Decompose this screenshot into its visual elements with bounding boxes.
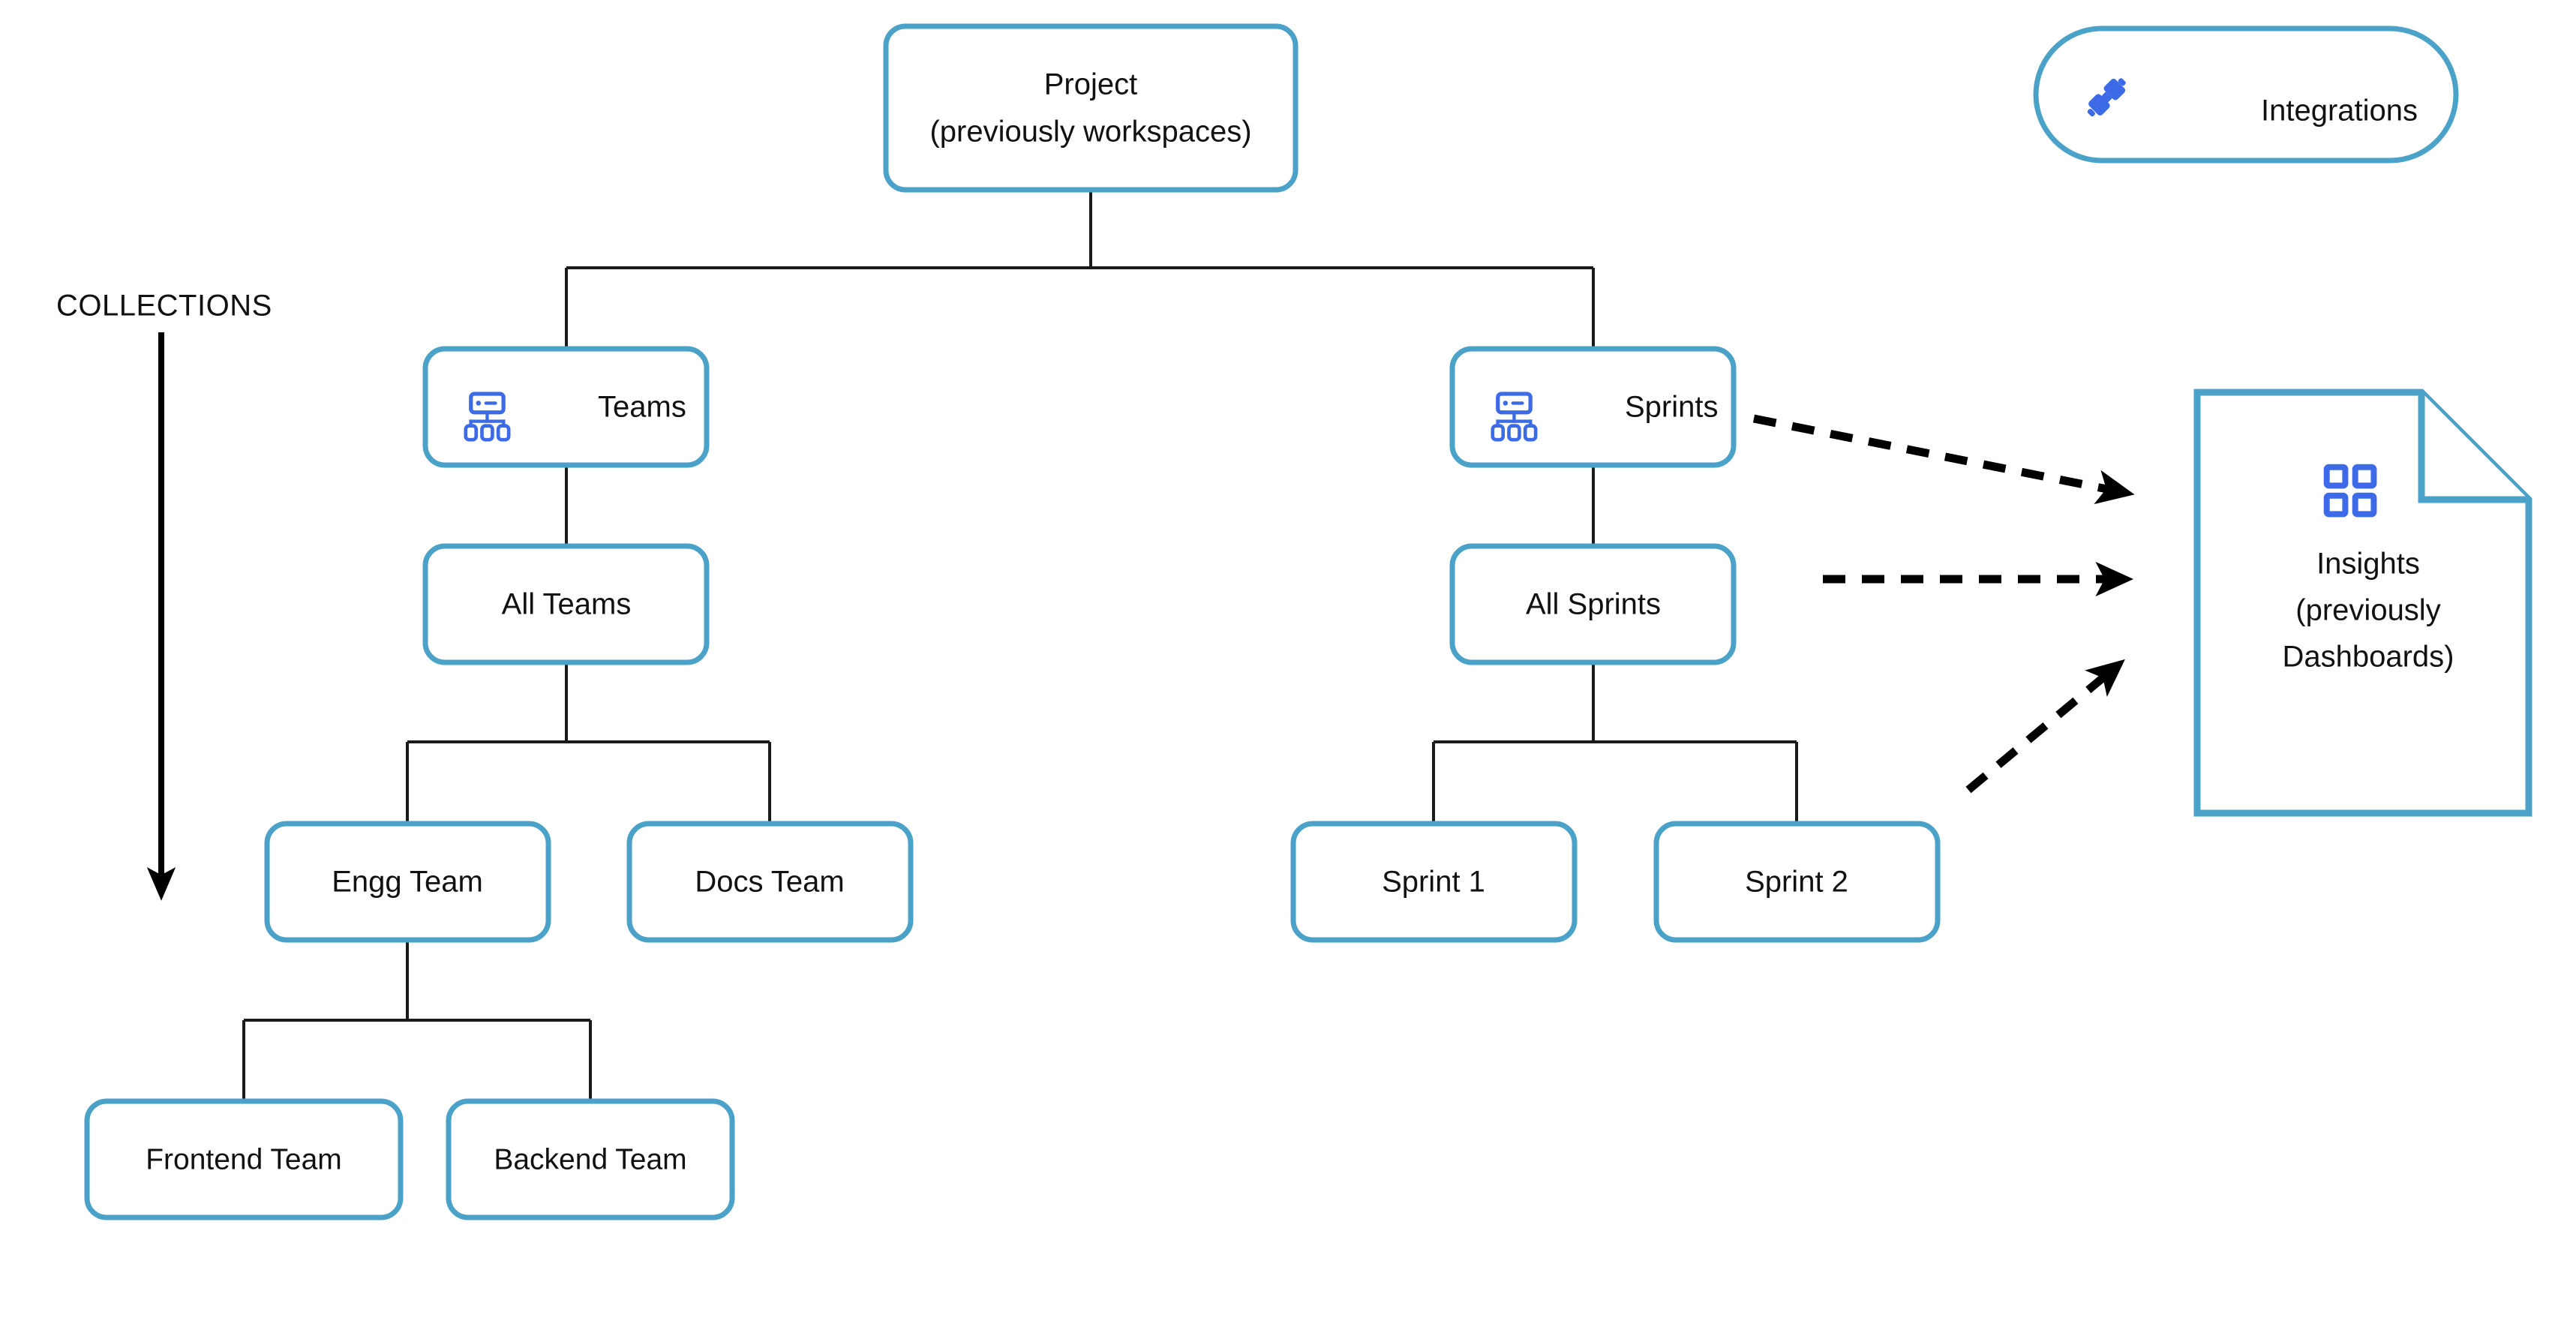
node-sprints-box[interactable] xyxy=(1449,346,1737,468)
node-insights-line2: (previously xyxy=(2295,594,2440,627)
collections-label: COLLECTIONS xyxy=(56,290,272,323)
node-docs-team-label: Docs Team xyxy=(695,866,844,899)
node-integrations[interactable]: Integrations xyxy=(2033,26,2459,164)
org-chart-icon xyxy=(1491,392,1538,442)
node-integrations-box[interactable] xyxy=(2033,26,2459,164)
node-all-sprints[interactable]: All Sprints xyxy=(1449,543,1737,665)
node-sprint-1-box[interactable] xyxy=(1290,821,1578,943)
node-sprints-label: Sprints xyxy=(1625,391,1719,424)
node-frontend-team-label: Frontend Team xyxy=(146,1143,342,1175)
node-sprint-1[interactable]: Sprint 1 xyxy=(1290,821,1578,943)
node-sprint-2-label: Sprint 2 xyxy=(1745,866,1848,899)
dashboard-grid-icon xyxy=(2323,464,2377,518)
node-teams-box[interactable] xyxy=(422,346,710,468)
node-all-teams[interactable]: All Teams xyxy=(422,543,710,665)
node-insights-fold xyxy=(2418,392,2529,503)
node-integrations-label: Integrations xyxy=(2261,95,2418,128)
node-frontend-team[interactable]: Frontend Team xyxy=(84,1098,404,1220)
plug-connector-icon xyxy=(2087,78,2126,117)
node-teams-label: Teams xyxy=(598,391,686,424)
node-insights-line1: Insights xyxy=(2316,548,2420,581)
node-project-line2: (previously workspaces) xyxy=(929,116,1251,149)
node-all-teams-box[interactable] xyxy=(422,543,710,665)
node-all-teams-label: All Teams xyxy=(502,588,632,621)
node-insights-line3: Dashboards) xyxy=(2282,641,2454,674)
node-engg-team-label: Engg Team xyxy=(332,866,483,899)
node-all-sprints-label: All Sprints xyxy=(1526,588,1661,621)
node-engg-team-box[interactable] xyxy=(264,821,551,943)
node-insights[interactable]: Insights (previously Dashboards) xyxy=(2193,389,2532,817)
node-project-line1: Project xyxy=(1044,68,1138,101)
node-backend-team-label: Backend Team xyxy=(494,1143,686,1175)
node-all-sprints-box[interactable] xyxy=(1449,543,1737,665)
node-docs-team-box[interactable] xyxy=(626,821,914,943)
node-project[interactable]: Project (previously workspaces) xyxy=(883,23,1299,193)
node-teams[interactable]: Teams xyxy=(422,346,710,468)
node-frontend-team-box[interactable] xyxy=(84,1098,404,1220)
node-project-box[interactable] xyxy=(883,23,1299,193)
node-sprints[interactable]: Sprints xyxy=(1449,346,1737,468)
node-sprint-1-label: Sprint 1 xyxy=(1382,866,1485,899)
node-engg-team[interactable]: Engg Team xyxy=(264,821,551,943)
node-docs-team[interactable]: Docs Team xyxy=(626,821,914,943)
arrow-sprint-2-to-insights xyxy=(1965,659,2125,794)
connector-group xyxy=(242,190,1798,1101)
node-sprint-2[interactable]: Sprint 2 xyxy=(1653,821,1941,943)
node-sprint-2-box[interactable] xyxy=(1653,821,1941,943)
arrow-sprints-to-insights xyxy=(1752,414,2135,505)
insights-flow-arrows xyxy=(1752,414,2135,794)
node-backend-team-box[interactable] xyxy=(446,1098,735,1220)
node-backend-team[interactable]: Backend Team xyxy=(446,1098,735,1220)
org-chart-icon xyxy=(464,392,511,442)
